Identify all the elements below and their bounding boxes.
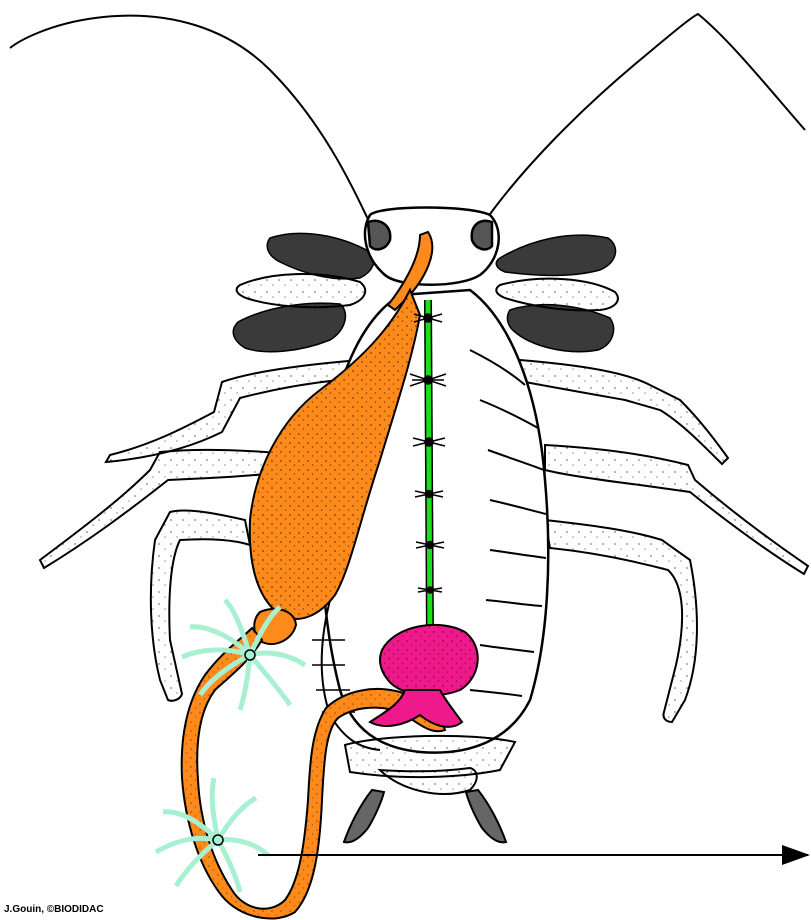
right-gland-lower — [507, 305, 613, 352]
malpighian-tubules — [156, 600, 305, 892]
right-leg-3 — [545, 520, 697, 722]
right-eye — [472, 221, 492, 249]
terminal-segment — [380, 768, 477, 794]
image-credit: J.Gouin, ©BIODIDAC — [4, 904, 104, 915]
right-gland-upper — [496, 235, 615, 275]
left-gland-upper — [267, 233, 373, 279]
left-antenna — [10, 16, 372, 228]
left-eye — [368, 221, 390, 249]
left-gland-lower — [233, 303, 345, 352]
right-antenna — [480, 14, 805, 228]
right-cercus — [466, 790, 506, 842]
antennae — [10, 14, 805, 228]
left-cercus — [344, 790, 384, 842]
cerci — [344, 736, 515, 843]
